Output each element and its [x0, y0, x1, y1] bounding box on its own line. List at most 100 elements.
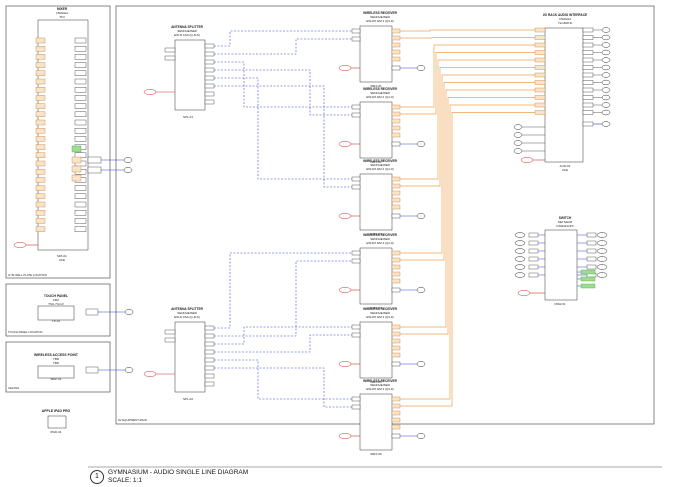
io-rack-aux-connector — [513, 124, 523, 130]
mixer-input-jack — [74, 37, 87, 44]
receiver-ant-b — [351, 184, 361, 190]
wap-model: TBD — [53, 357, 60, 361]
receiver-out-port — [391, 104, 401, 110]
switch-left-connector — [514, 240, 526, 246]
mixer-input-pad — [35, 136, 46, 142]
mixer-input-jack — [74, 95, 87, 101]
drawing-number-badge: 1 — [90, 470, 104, 484]
ipad-title: APPLE IPAD PRO — [42, 409, 71, 413]
wap-location-frame — [5, 341, 111, 393]
receiver-model: EW-DX EM 2 (Q1-9) — [366, 241, 393, 245]
switch-left-port — [528, 272, 539, 278]
receiver-brand: SENNHEISER — [370, 383, 390, 387]
receiver-network-connector — [416, 433, 426, 439]
antenna-feed-dashed — [214, 38, 352, 55]
receiver-out-port — [391, 111, 401, 117]
touch-panel-port — [85, 308, 99, 316]
switch-power — [517, 290, 531, 296]
switch-left-connector — [514, 272, 526, 278]
audio-line-orange — [400, 104, 535, 400]
receiver-body — [359, 321, 393, 379]
switch-left-port — [528, 264, 539, 270]
mixer-model: YAMAHA — [56, 11, 68, 15]
receiver-id: WRX-01 — [370, 84, 382, 88]
splitter-rf-port — [204, 373, 215, 379]
splitter-model: EW-D ASA (Q-R-S) — [174, 33, 200, 37]
touch-panel-body — [37, 305, 75, 321]
splitter-ant-in — [164, 337, 176, 343]
io-rack-input-port — [534, 27, 546, 33]
receiver-out-port — [391, 49, 401, 55]
mixer-port-green — [71, 145, 82, 153]
receiver-model: EW-DX EM 2 (Q1-9) — [366, 387, 393, 391]
receiver-dante-port — [391, 433, 401, 439]
io-rack-output-port — [582, 110, 594, 115]
io-rack-input-port — [534, 95, 546, 100]
mixer-input-jack — [74, 218, 87, 224]
receiver-dante-port — [391, 213, 401, 219]
mixer-input-jack — [74, 78, 87, 85]
receiver-power — [338, 433, 352, 439]
receiver-title: WIRELESS RECEIVER — [363, 307, 398, 311]
receiver-out-port — [391, 271, 401, 277]
mixer-input-jack — [74, 86, 87, 93]
io-rack-output-port — [582, 80, 594, 85]
io-rack-id: AUD-01 — [560, 164, 571, 168]
receiver-out-port — [391, 118, 401, 124]
drawing-scale: SCALE: 1:1 — [108, 477, 142, 484]
mixer-input-jack — [74, 70, 87, 77]
splitter-rf-port — [204, 91, 215, 97]
mixer-input-pad — [35, 54, 46, 60]
io-rack-aux-connector — [513, 148, 523, 154]
mixer-input-pad — [35, 86, 46, 93]
switch-sfp-port — [580, 283, 596, 289]
receiver-id: WRX-04 — [370, 306, 382, 310]
mixer-input-pad — [35, 160, 46, 167]
receiver-power — [338, 361, 352, 367]
splitter-model: EW-D ASA (Q-R-S) — [174, 315, 200, 319]
mixer-input-jack — [74, 127, 87, 134]
splitter-rf-port — [204, 325, 215, 331]
receiver-body — [359, 25, 393, 83]
receiver-out-port — [391, 125, 401, 131]
receiver-dante-port — [391, 287, 401, 293]
mixer-title: MIXER — [57, 7, 68, 11]
io-rack-output-port — [582, 72, 594, 78]
receiver-out-port — [391, 417, 401, 423]
io-rack-input-port — [534, 102, 546, 108]
receiver-network-connector — [416, 141, 426, 147]
io-rack-brand: YAMAHA — [559, 17, 571, 21]
splitter-rf-port — [204, 67, 215, 73]
receiver-body — [359, 173, 393, 231]
receiver-dante-port — [391, 65, 401, 71]
wap-title: WIRELESS ACCESS POINT — [34, 353, 79, 357]
io-rack-output-port — [582, 95, 594, 100]
splitter-id: SPL-02 — [183, 397, 193, 401]
io-rack-output-connector — [601, 27, 611, 33]
power-connector — [13, 242, 27, 248]
io-rack-aux-connector — [513, 140, 523, 146]
wap-body — [37, 365, 75, 379]
receiver-model: EW-DX EM 2 (Q1-9) — [366, 95, 393, 99]
wap-loc: CEILING — [8, 386, 19, 390]
receiver-network-connector — [416, 287, 426, 293]
receiver-ant-b — [351, 258, 361, 264]
touch-panel-loc: TOUCH PANEL LOCATION — [8, 330, 42, 334]
receiver-ant-b — [351, 112, 361, 118]
receiver-ant-b — [351, 36, 361, 42]
audio-line-orange — [400, 52, 535, 115]
splitter-title: ANTENNA SPLITTER — [171, 25, 203, 29]
switch-left-connector — [514, 232, 526, 238]
antenna-feed-dashed — [214, 85, 352, 188]
receiver-title: WIRELESS RECEIVER — [363, 379, 398, 383]
antenna-feed-dashed — [214, 367, 352, 408]
receiver-brand: SENNHEISER — [370, 163, 390, 167]
splitter-rf-port — [204, 83, 215, 89]
splitter-rf-port — [204, 75, 215, 81]
switch-right-connector — [596, 264, 608, 270]
receiver-model: EW-DX EM 2 (Q1-9) — [366, 315, 393, 319]
io-rack-output-port — [582, 42, 594, 48]
receiver-out-port — [391, 197, 401, 203]
mixer-loc: CFE — [59, 258, 65, 262]
